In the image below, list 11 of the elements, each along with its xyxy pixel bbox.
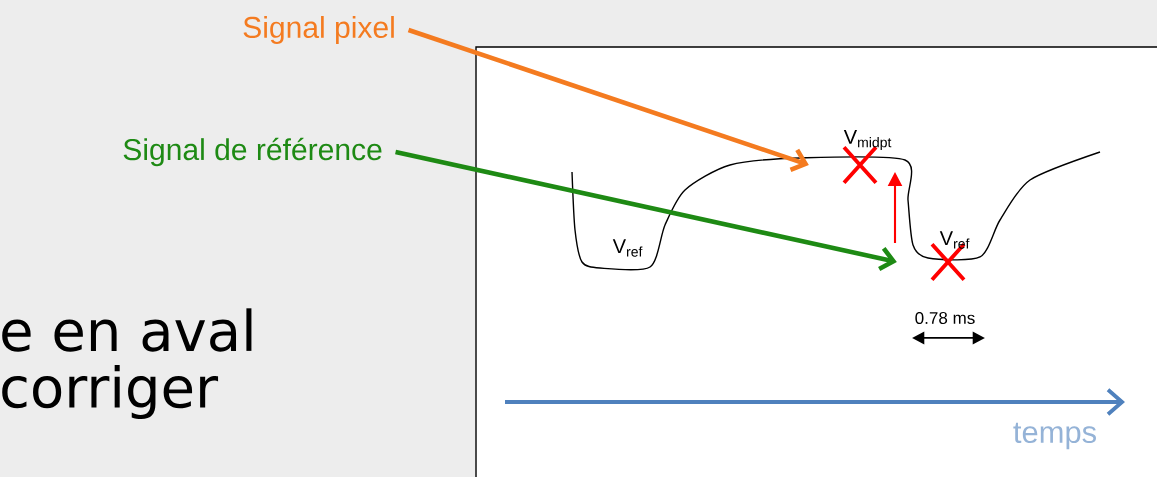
value-label: V$_{ref}$ — [939, 231, 970, 249]
arrow — [395, 149, 897, 271]
callout-text: Signal de référence — [123, 137, 382, 167]
dimension-label: 0.78 ms — [915, 311, 975, 324]
value-label: V$_{midpt}$ — [843, 129, 892, 151]
callout-text: Signal pixel — [243, 16, 394, 44]
axis-label: temps — [1013, 422, 1096, 450]
value-label: V$_{ref}$ — [612, 239, 643, 257]
slide-text: e en aval — [2, 308, 252, 352]
slide-text: corriger — [2, 364, 219, 420]
arrow — [407, 27, 809, 173]
